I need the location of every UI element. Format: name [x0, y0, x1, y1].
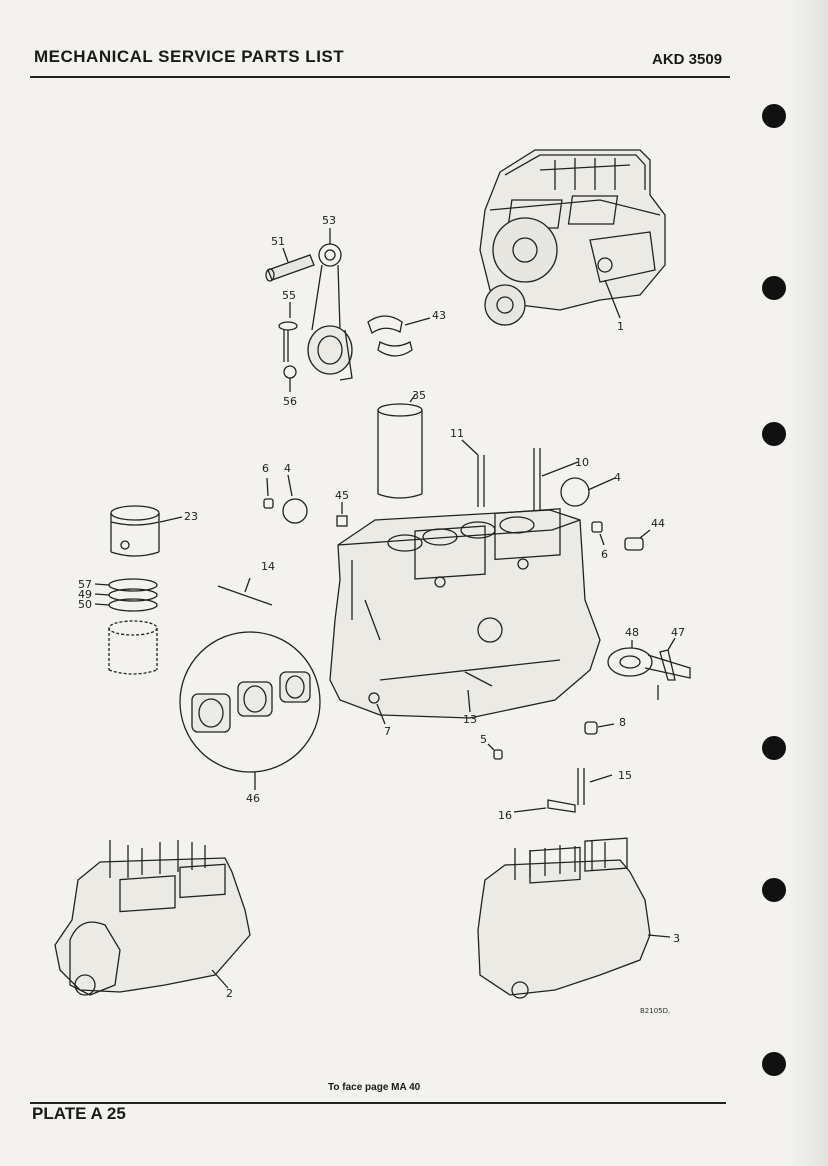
callout-50: 50	[78, 598, 92, 611]
piston-rings-illustration	[108, 578, 158, 612]
facing-page-note: To face page MA 40	[328, 1082, 421, 1093]
engine-assembly-illustration	[479, 149, 666, 326]
oil-gallery-plug-illustration	[624, 537, 644, 551]
callout-48: 48	[625, 626, 639, 639]
punch-hole-3	[762, 422, 786, 446]
document-reference: AKD 3509	[652, 51, 723, 68]
callout-2: 2	[226, 987, 233, 1000]
callout-7: 7	[384, 725, 391, 738]
piston-illustration	[110, 505, 160, 557]
callout-15: 15	[618, 769, 632, 782]
callout-44: 44	[651, 517, 665, 530]
callout-47: 47	[671, 626, 685, 639]
callout-3: 3	[673, 932, 680, 945]
small-plug-illustration	[368, 692, 380, 704]
dowel-illustration	[263, 498, 603, 533]
callout-5: 5	[480, 733, 487, 746]
drain-tap-illustration	[607, 647, 691, 700]
bare-block-illustration	[477, 837, 651, 999]
callout-45: 45	[335, 489, 349, 502]
camshaft-bearings-illustration	[179, 631, 321, 773]
footer-rule	[30, 1102, 726, 1104]
clamp-bolt-illustration	[278, 321, 298, 362]
callout-46: 46	[246, 792, 260, 805]
paper-edge	[788, 0, 828, 1166]
callout-23: 23	[184, 510, 198, 523]
callout-43: 43	[432, 309, 446, 322]
callout-10: 10	[575, 456, 589, 469]
cylinder-block-illustration	[329, 508, 601, 719]
threaded-plug-illustration	[584, 721, 598, 735]
callout-8: 8	[619, 716, 626, 729]
small-dowel-illustration	[493, 749, 503, 760]
callout-16: 16	[498, 809, 512, 822]
callout-4-right: 4	[614, 471, 621, 484]
callout-11: 11	[450, 427, 464, 440]
big-end-bearings-illustration	[367, 315, 413, 357]
callout-35: 35	[412, 389, 426, 402]
core-plug-illustration	[282, 477, 590, 524]
callout-56: 56	[283, 395, 297, 408]
rod-nut-illustration	[283, 365, 297, 379]
callout-labels: 1 2 3 4 4 5 6 6 7 8 10 11 13 14 15 16 23…	[78, 214, 685, 1015]
punch-hole-4	[762, 736, 786, 760]
punch-hole-5	[762, 878, 786, 902]
callout-6-left: 6	[262, 462, 269, 475]
plug-illustration	[336, 515, 348, 527]
callout-1: 1	[617, 320, 624, 333]
punch-hole-1	[762, 104, 786, 128]
stud-and-washer-illustration	[547, 768, 585, 813]
callout-57: 57	[78, 578, 92, 591]
gudgeon-pin-illustration	[265, 254, 315, 282]
block-assembly-front-plate-illustration	[54, 840, 251, 996]
callout-53: 53	[322, 214, 336, 227]
callout-4-left: 4	[284, 462, 291, 475]
callout-51: 51	[271, 235, 285, 248]
callout-55: 55	[282, 289, 296, 302]
callout-6-right: 6	[601, 548, 608, 561]
cylinder-head-studs-illustration	[477, 448, 541, 518]
long-pin-illustration	[217, 585, 273, 606]
punch-hole-6	[762, 1052, 786, 1076]
plate-number: PLATE A 25	[32, 1104, 126, 1123]
page-title: MECHANICAL SERVICE PARTS LIST	[34, 47, 345, 66]
header-rule	[30, 76, 730, 78]
callout-13: 13	[463, 713, 477, 726]
drawing-code: B2105D.	[640, 1007, 670, 1015]
callout-14: 14	[261, 560, 275, 573]
callout-49: 49	[78, 588, 92, 601]
punch-hole-2	[762, 276, 786, 300]
connecting-rod-illustration	[307, 243, 353, 381]
cylinder-liner-illustration	[377, 403, 423, 499]
piston-skirt-illustration	[108, 620, 158, 675]
stud-illustration	[464, 671, 493, 687]
